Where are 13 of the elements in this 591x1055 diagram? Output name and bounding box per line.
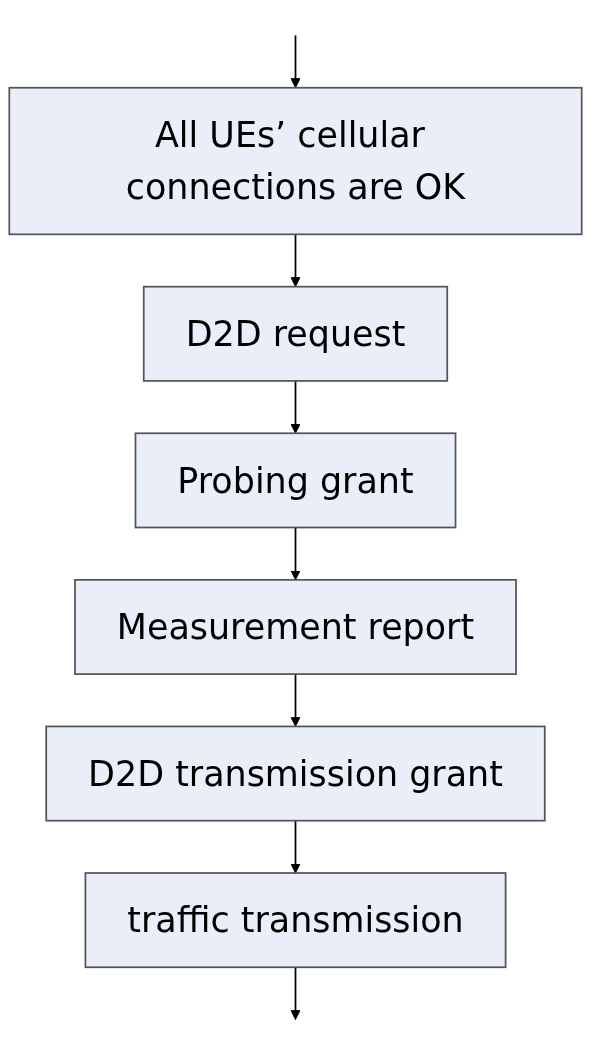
node-box: Measurement report <box>74 578 517 675</box>
node-box: D2D transmission grant <box>45 725 546 822</box>
node-box: D2D request <box>142 285 449 382</box>
arrow <box>290 966 301 1021</box>
arrow <box>290 380 301 434</box>
node-box: traffic transmission <box>84 872 507 969</box>
arrow <box>290 673 301 727</box>
node-box: All UEs’ cellular connections are OK <box>8 86 583 236</box>
node-box: Probing grant <box>134 432 457 529</box>
arrow <box>290 819 301 874</box>
arrow <box>290 34 301 89</box>
arrow <box>290 526 301 581</box>
arrow <box>290 233 301 288</box>
